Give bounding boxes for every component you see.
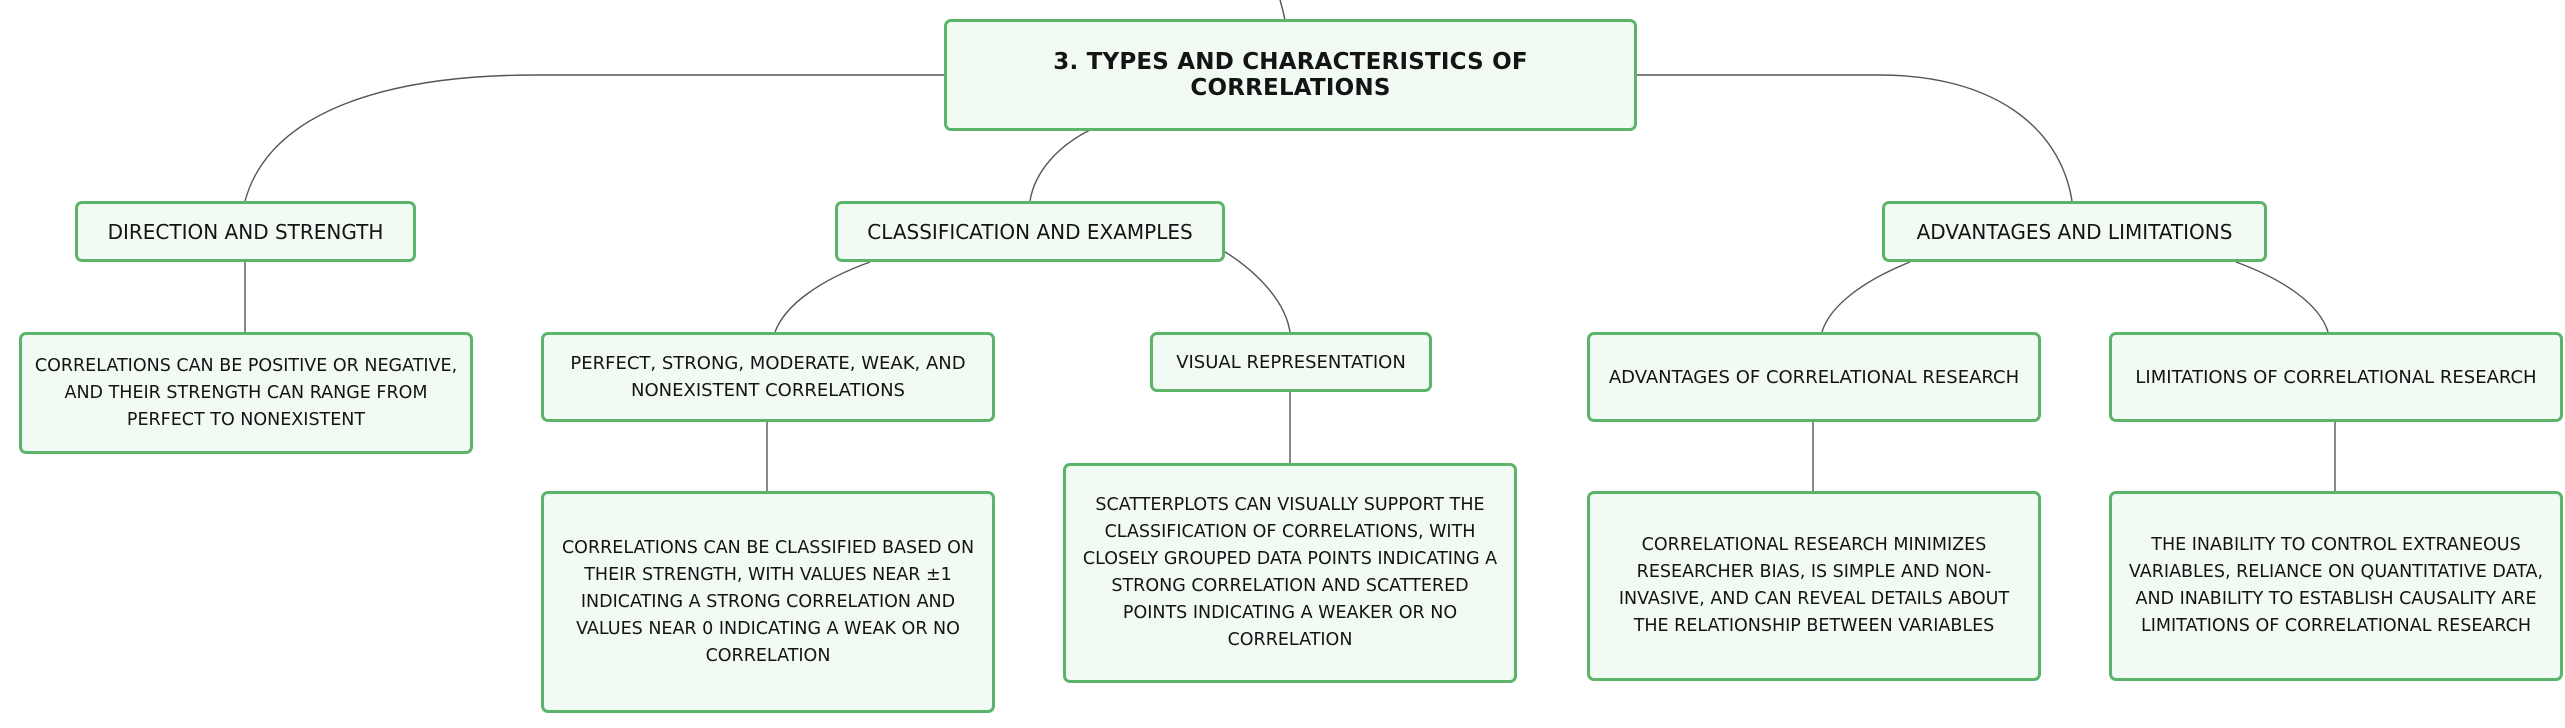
node-correlation-types: PERFECT, STRONG, MODERATE, WEAK, AND NON… — [541, 332, 995, 422]
node-direction-detail: CORRELATIONS CAN BE POSITIVE OR NEGATIVE… — [19, 332, 473, 454]
connector-advlim-limitations — [2235, 261, 2329, 333]
node-visual-detail: SCATTERPLOTS CAN VISUALLY SUPPORT THE CL… — [1063, 463, 1517, 683]
limitations-detail-text: THE INABILITY TO CONTROL EXTRANEOUS VARI… — [2128, 535, 2544, 636]
node-visual-representation: VISUAL REPRESENTATION — [1150, 332, 1432, 392]
connector-root-direction — [244, 74, 946, 202]
root-label: 3. TYPES AND CHARACTERISTICS OF CORRELAT… — [1053, 49, 1528, 101]
classification-label: CLASSIFICATION AND EXAMPLES — [867, 219, 1193, 244]
connector-advlim-advantages — [1821, 261, 1911, 333]
node-limitations: LIMITATIONS OF CORRELATIONAL RESEARCH — [2109, 332, 2563, 422]
connector-classification-types — [774, 261, 871, 333]
node-limitations-detail: THE INABILITY TO CONTROL EXTRANEOUS VARI… — [2109, 491, 2563, 681]
advantages-label: ADVANTAGES OF CORRELATIONAL RESEARCH — [1608, 366, 2020, 388]
types-detail-text: CORRELATIONS CAN BE CLASSIFIED BASED ON … — [561, 537, 975, 666]
node-advantages-detail: CORRELATIONAL RESEARCH MINIMIZES RESEARC… — [1587, 491, 2041, 681]
connector-classification-visual — [1221, 249, 1291, 333]
direction-label: DIRECTION AND STRENGTH — [107, 219, 384, 244]
node-direction-and-strength: DIRECTION AND STRENGTH — [75, 201, 416, 262]
types-label: PERFECT, STRONG, MODERATE, WEAK, AND NON… — [570, 353, 966, 401]
advantages-detail-text: CORRELATIONAL RESEARCH MINIMIZES RESEARC… — [1618, 535, 2010, 636]
direction-detail-text: CORRELATIONS CAN BE POSITIVE OR NEGATIVE… — [34, 355, 458, 430]
limitations-label: LIMITATIONS OF CORRELATIONAL RESEARCH — [2135, 366, 2537, 388]
node-types-detail: CORRELATIONS CAN BE CLASSIFIED BASED ON … — [541, 491, 995, 713]
connector-root-classification — [1029, 129, 1091, 202]
connector-root-advlim — [1635, 74, 2073, 202]
node-advantages-and-limitations: ADVANTAGES AND LIMITATIONS — [1882, 201, 2267, 262]
root-node: 3. TYPES AND CHARACTERISTICS OF CORRELAT… — [944, 19, 1637, 131]
visual-detail-text: SCATTERPLOTS CAN VISUALLY SUPPORT THE CL… — [1082, 495, 1498, 650]
connector-parent-root — [1279, 0, 1286, 21]
node-advantages: ADVANTAGES OF CORRELATIONAL RESEARCH — [1587, 332, 2041, 422]
advlim-label: ADVANTAGES AND LIMITATIONS — [1916, 219, 2233, 244]
visual-label: VISUAL REPRESENTATION — [1176, 351, 1406, 373]
node-classification-and-examples: CLASSIFICATION AND EXAMPLES — [835, 201, 1225, 262]
